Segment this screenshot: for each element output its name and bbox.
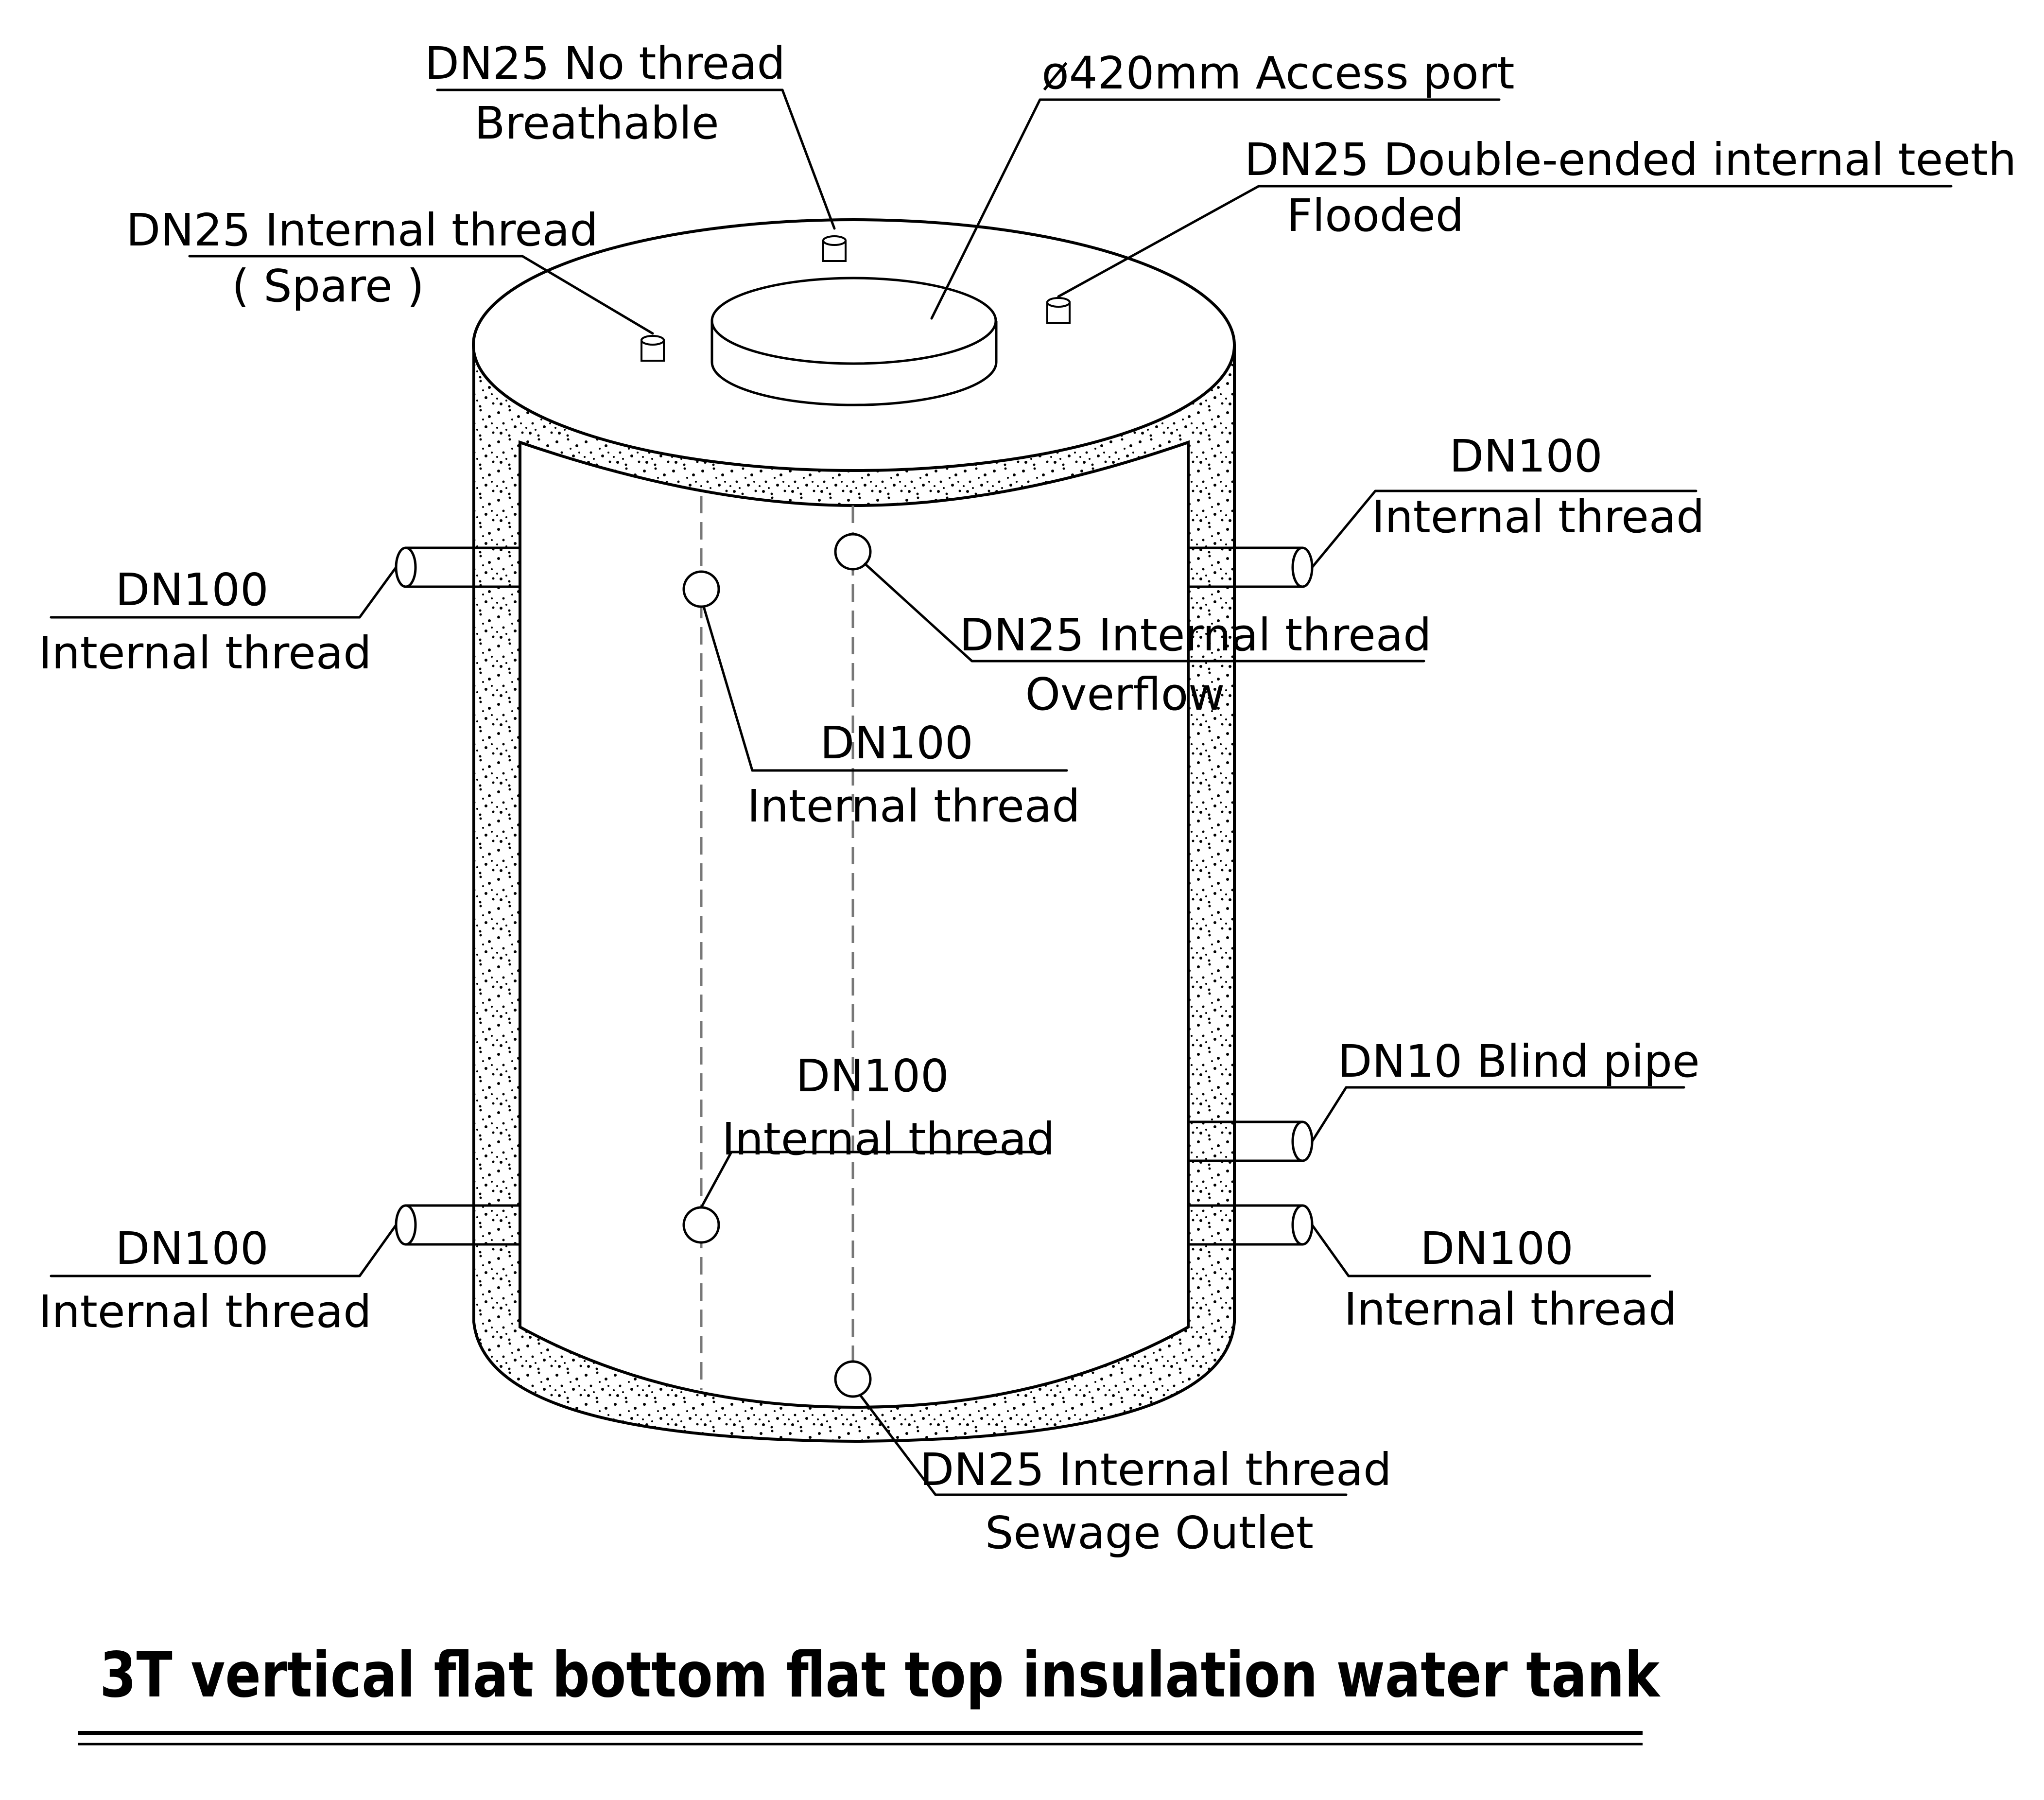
label-center-lower-l2: Internal thread [722, 1113, 1055, 1165]
nozzle-breathable [822, 235, 847, 262]
label-overflow-l2: Overflow [1025, 668, 1225, 720]
label-right-lower-l1: DN100 [1420, 1223, 1573, 1275]
label-center-lower-l1: DN100 [796, 1050, 949, 1102]
leader-lines [50, 88, 1953, 1496]
port-center-lower [682, 1206, 720, 1244]
pipe-right-lower [1187, 1204, 1314, 1246]
port-center-upper [682, 570, 720, 608]
nozzle-spare [641, 335, 665, 362]
label-flooded-l2: Flooded [1287, 190, 1464, 242]
label-breathable-l1: DN25 No thread [425, 37, 785, 89]
port-sewage [834, 1360, 872, 1398]
label-breathable-l2: Breathable [474, 97, 719, 149]
label-center-upper-l2: Internal thread [747, 780, 1080, 832]
label-left-upper-l1: DN100 [115, 564, 268, 616]
label-right-upper-l2: Internal thread [1371, 491, 1704, 543]
pipe-right-blind [1187, 1120, 1314, 1162]
label-access-port: ø420mm Access port [1041, 47, 1514, 99]
nozzle-flooded [1046, 297, 1071, 324]
label-blind-pipe: DN10 Blind pipe [1337, 1035, 1699, 1087]
access-port-boss [710, 277, 998, 406]
label-left-lower-l2: Internal thread [38, 1286, 371, 1338]
page-title: 3T vertical flat bottom flat top insulat… [100, 1639, 1661, 1712]
label-spare-l1: DN25 Internal thread [126, 204, 598, 256]
label-sewage-l1: DN25 Internal thread [919, 1444, 1391, 1496]
port-overflow [834, 533, 872, 571]
label-right-lower-l2: Internal thread [1344, 1283, 1677, 1335]
pipe-left-upper [395, 546, 521, 588]
label-spare-l2: ( Spare ) [232, 260, 424, 312]
label-center-upper-l1: DN100 [820, 717, 973, 769]
label-left-lower-l1: DN100 [115, 1223, 268, 1275]
pipe-left-lower [395, 1204, 521, 1246]
label-left-upper-l2: Internal thread [38, 627, 371, 679]
label-sewage-l2: Sewage Outlet [985, 1507, 1314, 1559]
label-right-upper-l1: DN100 [1449, 430, 1602, 482]
label-overflow-l1: DN25 Internal thread [959, 609, 1431, 661]
inner-tank [519, 440, 1190, 1409]
pipe-right-upper [1187, 546, 1314, 588]
label-flooded-l1: DN25 Double-ended internal teeth [1245, 134, 2017, 186]
